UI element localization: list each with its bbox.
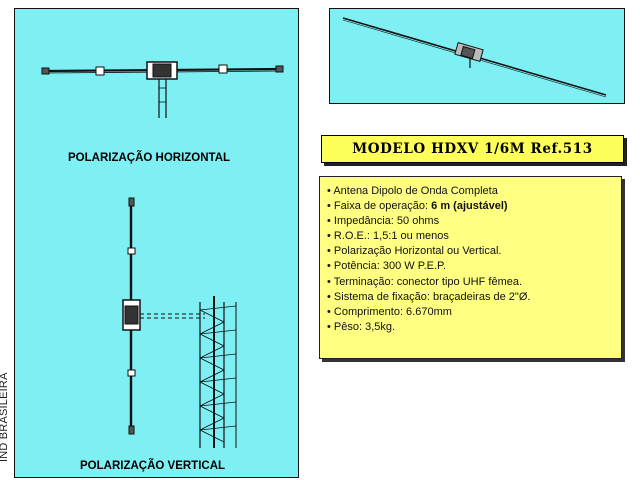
spec-item: Sistema de fixação: braçadeiras de 2"Ø. (327, 290, 621, 305)
spec-item-value: 6 m (ajustável) (431, 200, 508, 213)
spec-item: Terminação: conector tipo UHF fêmea. (327, 275, 621, 290)
spec-item: Polarização Horizontal ou Vertical. (327, 244, 621, 259)
spec-list-box: Antena Dipolo de Onda Completa Faixa de … (319, 176, 622, 359)
side-label: IND BRASILEIRA (0, 372, 10, 462)
caption-horizontal: POLARIZAÇÃO HORIZONTAL (68, 152, 231, 164)
spec-item: Pêso: 3,5kg. (327, 320, 621, 335)
spec-item: Potência: 300 W P.E.P. (327, 259, 621, 274)
spec-list: Antena Dipolo de Onda Completa Faixa de … (327, 184, 621, 335)
caption-vertical: POLARIZAÇÃO VERTICAL (80, 460, 226, 472)
spec-item-label: Faixa de operação: (333, 200, 432, 213)
spec-item: Impedância: 50 ohms (327, 214, 621, 229)
horizontal-vertical-illustration-panel (14, 8, 299, 478)
vertical-dipole-drawing (122, 197, 237, 448)
horizontal-dipole-drawing (41, 61, 284, 118)
spec-item: Faixa de operação: 6 m (ajustável) (327, 199, 621, 214)
spec-item: Antena Dipolo de Onda Completa (327, 184, 621, 199)
antenna-photo-drawing (342, 17, 607, 98)
model-title: MODELO HDXV 1/6M Ref.513 (321, 135, 624, 163)
spec-item: R.O.E.: 1,5:1 ou menos (327, 229, 621, 244)
spec-item: Comprimento: 6.670mm (327, 305, 621, 320)
